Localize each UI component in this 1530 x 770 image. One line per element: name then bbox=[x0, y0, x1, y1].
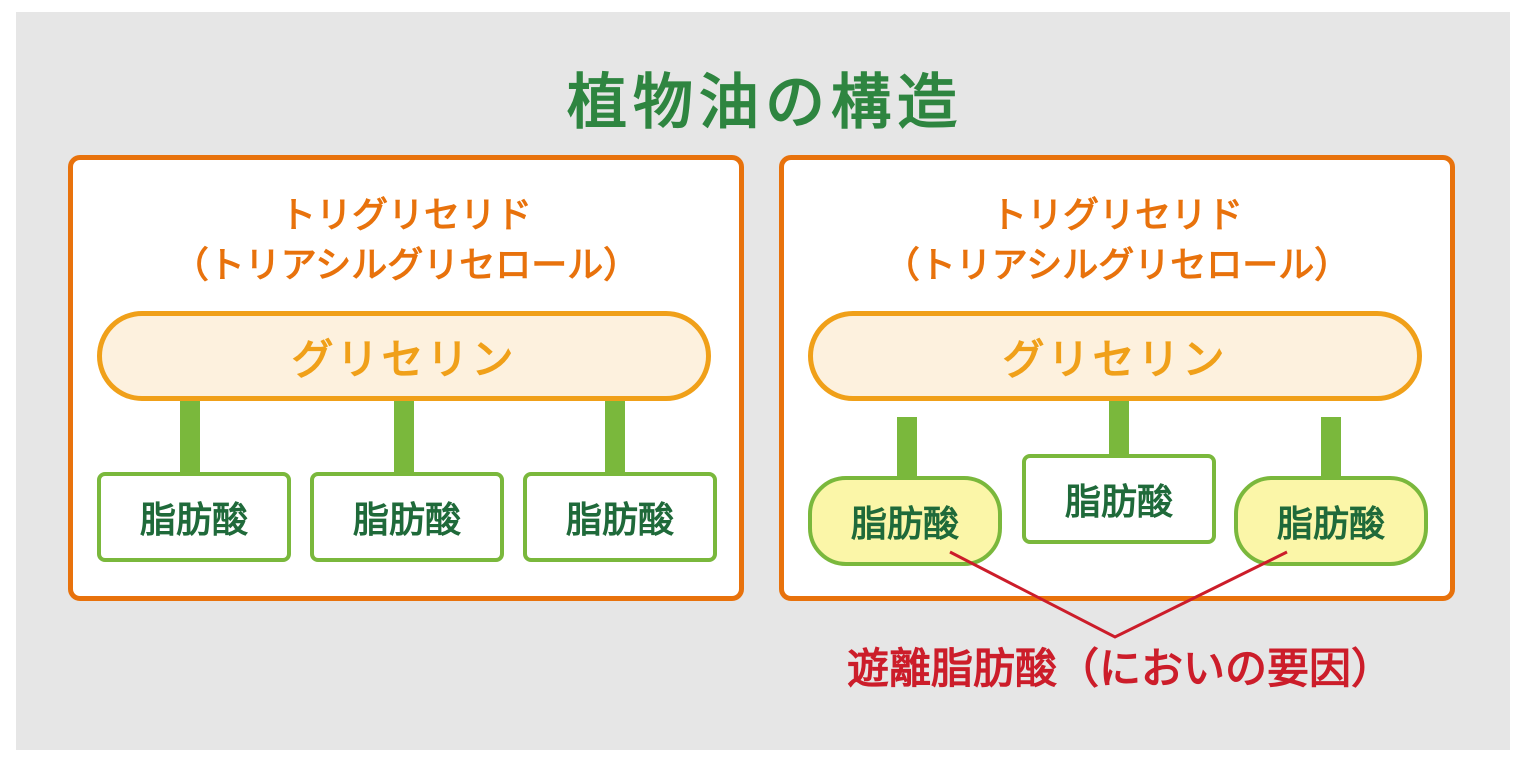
pointer-line bbox=[949, 550, 1288, 639]
fatty-acid-node: 脂肪酸 bbox=[1022, 454, 1216, 544]
triglyceride-box-intact: トリグリセリド （トリアシルグリセロール） グリセリン 脂肪酸 脂肪酸 脂肪酸 bbox=[68, 155, 744, 601]
triglyceride-box-hydrolyzed: トリグリセリド （トリアシルグリセロール） グリセリン 脂肪酸 脂肪酸 脂肪酸 bbox=[779, 155, 1455, 601]
bond-connector bbox=[394, 401, 414, 473]
triacylglycerol-label: （トリアシルグリセロール） bbox=[883, 245, 1351, 286]
triglyceride-label: トリグリセリド bbox=[990, 195, 1243, 236]
glycerin-node: グリセリン bbox=[808, 311, 1422, 401]
bond-connector bbox=[897, 417, 917, 477]
fatty-acid-node: 脂肪酸 bbox=[97, 472, 291, 562]
bond-connector bbox=[1321, 417, 1341, 477]
bond-connector bbox=[1109, 401, 1129, 456]
triacylglycerol-label: （トリアシルグリセロール） bbox=[172, 245, 640, 286]
bond-connector bbox=[180, 401, 200, 473]
bond-connector bbox=[605, 401, 625, 473]
free-fatty-acid-label: 遊離脂肪酸（においの要因） bbox=[846, 644, 1393, 693]
fatty-acid-node: 脂肪酸 bbox=[523, 472, 717, 562]
free-fatty-acid-node: 脂肪酸 bbox=[1234, 476, 1428, 566]
fatty-acid-node: 脂肪酸 bbox=[310, 472, 504, 562]
free-fatty-acid-node: 脂肪酸 bbox=[808, 476, 1002, 566]
triglyceride-label: トリグリセリド bbox=[279, 195, 532, 236]
glycerin-node: グリセリン bbox=[97, 311, 711, 401]
page-title: 植物油の構造 bbox=[567, 68, 963, 138]
